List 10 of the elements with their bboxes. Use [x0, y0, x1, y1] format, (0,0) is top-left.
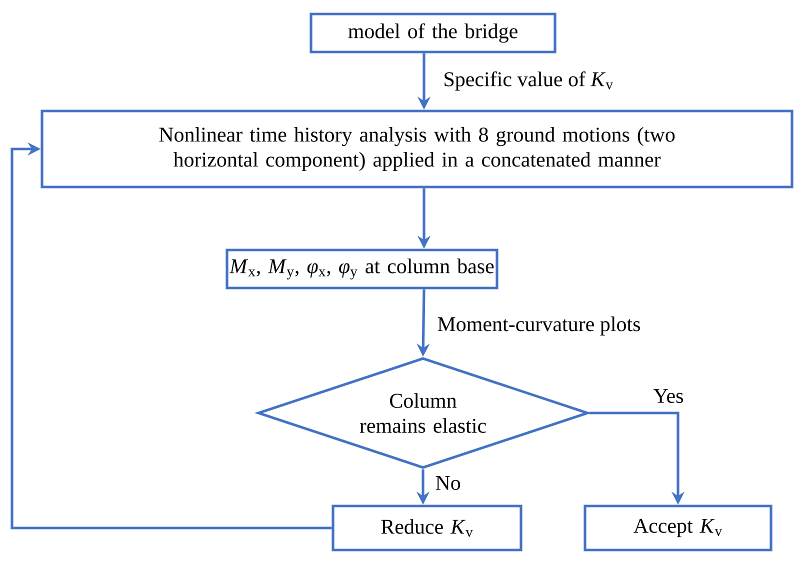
edge-label: Moment-curvature plots: [438, 316, 640, 336]
process-box: M$_{x}$, M$_{y}$, φ$_{x}$, φ$_{y}$ at column base: [226, 248, 498, 290]
process-box: model of the bridge: [310, 12, 556, 54]
edge-label: No: [436, 476, 460, 490]
edge-label: Yes: [653, 389, 684, 403]
edge-label: Specific value of K$_{v}$: [444, 71, 613, 91]
process-box: Reduce K$_{v}$: [332, 504, 522, 552]
arrow: [10, 142, 332, 530]
process-box: Nonlinear time history analysis with 8 ground motions (two horizontal component) applied in a concatenated manner: [40, 110, 794, 188]
process-box: Accept K$_{v}$: [584, 504, 772, 552]
